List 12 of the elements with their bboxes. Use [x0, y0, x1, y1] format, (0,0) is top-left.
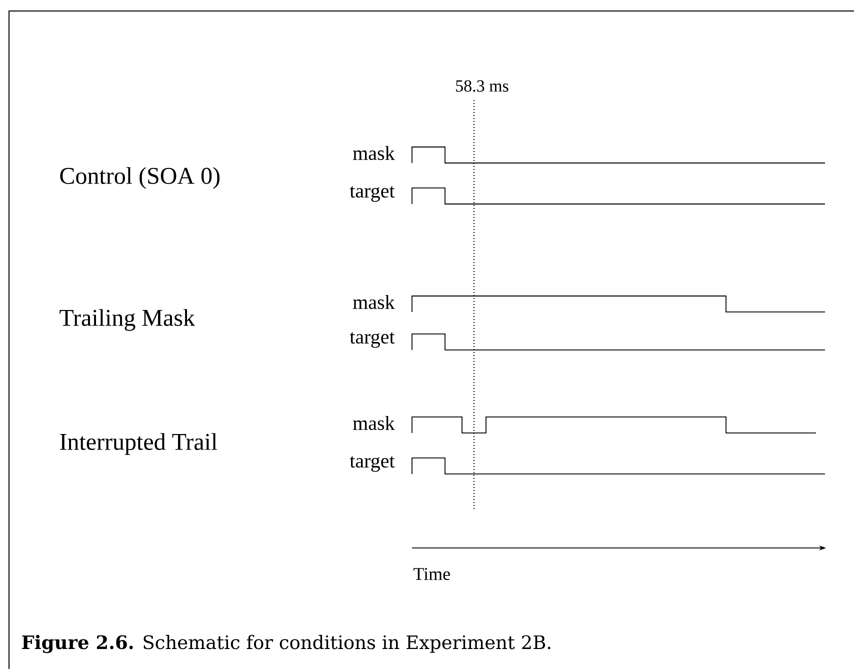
condition-label: Trailing Mask — [60, 309, 195, 331]
signal-label: mask — [353, 416, 395, 430]
signal-label: mask — [353, 146, 395, 160]
time-marker-label: 58.3 ms — [456, 80, 508, 92]
signal-label: mask — [353, 294, 395, 310]
condition-label: Control (SOA 0) — [60, 167, 220, 189]
signal-label: target — [350, 456, 395, 472]
condition-label: Interrupted Trail — [60, 433, 218, 455]
axis-label: Time — [414, 568, 450, 580]
signal-label: target — [350, 332, 395, 348]
signal-label: target — [350, 186, 395, 202]
caption: Figure 2.6. Schematic for conditions in Experiment 2B. — [22, 634, 550, 654]
